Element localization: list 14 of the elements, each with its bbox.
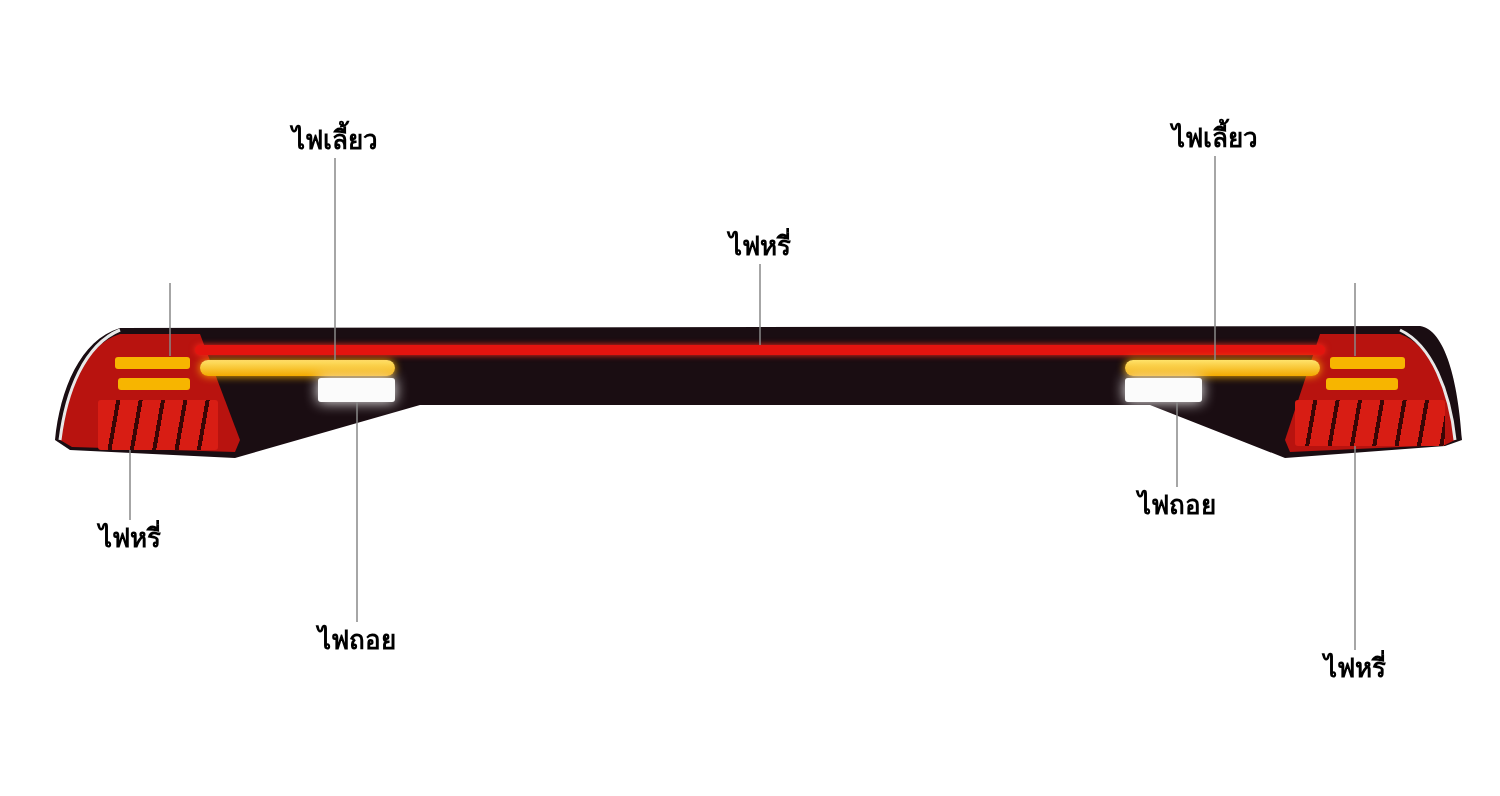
tail-lamp-segments <box>1295 400 1445 446</box>
leader-line <box>356 401 358 623</box>
tail-lamp-segments <box>98 400 218 450</box>
leader-line <box>759 263 761 346</box>
leader-line <box>334 157 336 361</box>
leader-line <box>1176 401 1178 488</box>
reverse-lamp <box>318 378 395 402</box>
leader-line <box>1214 155 1216 361</box>
turn-signal-lamp <box>200 360 395 376</box>
leader-line <box>129 449 131 521</box>
reverse-lamp <box>1125 378 1202 402</box>
tail-light-bar <box>195 345 1325 355</box>
turn-signal-lamp <box>1125 360 1320 376</box>
leader-line <box>1354 445 1356 651</box>
